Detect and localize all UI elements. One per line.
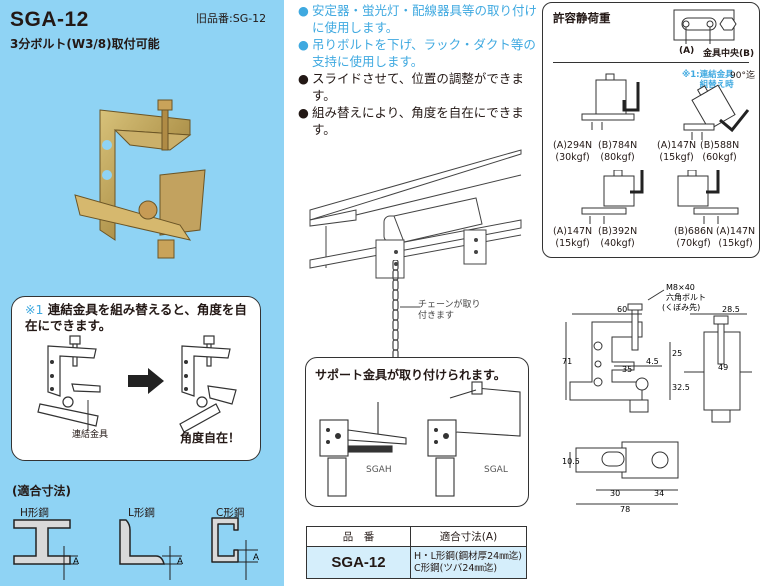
sgal-label: SGAL [484,465,508,475]
product-photo [74,99,206,259]
load-capacity-title: 許容静荷重 [553,11,611,25]
feature-item: ●吊りボルトを下げ、ラック・ダクト等の支持に使用します。 [298,37,536,69]
bracket-before-illustration [37,335,101,430]
h-beam-label: H形鋼 [20,507,49,519]
divider [553,62,749,63]
spec-table: 品 番 適合寸法(A) SGA-12 H・L形鋼(鋼材厚24㎜迄) C形鋼(ツバ… [306,526,527,579]
load-value: (A)147N(15kgf) [716,226,756,249]
header-fit-size: 適合寸法(A) [410,526,527,547]
dim-35: 35 [622,365,632,374]
support-title: サポート金具が取り付けられます。 [315,368,506,382]
load-key-a: (A) [679,46,695,56]
feature-item: ●組み替えにより、角度を自在にできます。 [298,105,524,137]
dim-49: 49 [718,363,728,372]
h-beam-diagram: A [13,519,79,580]
chain-leader-line [400,306,420,308]
load-point-key-diagram [673,9,737,44]
bolt-type: 六角ボルト [666,292,706,302]
c-beam-label: C形鋼 [216,507,245,519]
connector-part-label: 連結金具 [72,430,109,440]
arrow-right-icon [128,368,164,394]
load-capacity-box [542,2,760,258]
table-row: SGA-12 H・L形鋼(鋼材厚24㎜迄) C形鋼(ツバ24㎜迄) [306,546,527,579]
product-panel [0,0,284,586]
dim-60: 60 [617,305,627,314]
dim-a-label: A [73,556,79,566]
fit-size-title: (適合寸法) [12,484,71,498]
bullet-icon: ● [298,105,309,120]
dim-10-5: 10.5 [562,457,580,466]
angle-limit-label: 90°迄 [730,71,755,81]
note-body: 連結金具を組み替えると、角度を自在にできます。 [25,302,247,333]
feature-item: ●スライドさせて、位置の調整ができます。 [298,71,524,103]
sgal-illustration [427,381,521,497]
feature-item: ●安定器・蛍光灯・配線器具等の取り付けに使用します。 [298,3,538,35]
chain-label: チェーンが取り付きます [418,300,481,321]
bullet-icon: ● [298,37,309,52]
table-header-row: 品 番 適合寸法(A) [306,526,527,547]
fit-line: C形鋼(ツバ24㎜迄) [414,562,498,574]
angle-free-label: 角度自在！ [180,431,241,445]
beam-installation-illustration [309,149,522,279]
product-subtitle: 3分ボルト(W3/8)取付可能 [10,37,160,51]
feature-list: ●安定器・蛍光灯・配線器具等の取り付けに使用します。 ●吊りボルトを下げ、ラック… [298,2,538,138]
cell-fit-size: H・L形鋼(鋼材厚24㎜迄) C形鋼(ツバ24㎜迄) [410,546,527,579]
bracket-after-illustration [179,335,237,433]
dim-a-label: A [253,552,259,562]
dim-30: 30 [610,489,620,498]
cell-product-code: SGA-12 [306,546,411,579]
dim-a-label: A [177,556,183,566]
dim-4-5: 4.5 [646,357,659,366]
load-case-3-illustration [581,170,644,224]
c-beam-diagram: A [211,517,259,580]
product-code: SGA-12 [10,8,89,31]
load-key-b: 金具中央(B) [703,49,755,59]
note-mark: ※1 [25,302,44,317]
chain-illustration [392,260,399,360]
load-value: (B)588N(60kgf) [700,140,740,163]
sgah-label: SGAH [366,465,392,475]
bullet-icon: ● [298,3,309,18]
angle-note-text: ※1 連結金具を組み替えると、角度を自在にできます。 [25,302,255,334]
bolt-spec: M8×40 [666,283,695,292]
load-case-2-illustration [683,84,750,140]
dim-32-5: 32.5 [672,383,690,392]
old-product-code: 旧品番:SG-12 [196,12,267,25]
dim-28-5: 28.5 [722,305,740,314]
dim-71: 71 [562,357,572,366]
load-case-1-illustration [581,73,640,130]
load-case-4-illustration [677,170,739,224]
dim-34: 34 [654,489,664,498]
l-beam-diagram: A [119,519,183,580]
load-value: (B)784N(80kgf) [598,140,638,163]
header-product-code: 品 番 [306,526,411,547]
dim-25: 25 [672,349,682,358]
dim-78: 78 [620,505,630,514]
connector-note: ※1:連結金具 組替え時 [682,70,734,90]
bolt-tip: (くぼみ先) [662,302,700,312]
fit-line: H・L形鋼(鋼材厚24㎜迄) [414,550,522,562]
dimension-drawing: 60 71 35 4.5 25 32.5 28.5 49 10.5 30 34 … [562,283,752,514]
load-value: (B)686N(70kgf) [674,226,714,249]
bullet-icon: ● [298,71,309,86]
sgah-illustration [319,402,407,497]
load-value: (A)147N(15kgf) [553,226,593,249]
l-beam-label: L形鋼 [128,507,155,519]
load-value: (A)294N(30kgf) [553,140,593,163]
load-value: (A)147N(15kgf) [657,140,697,163]
load-value: (B)392N(40kgf) [598,226,638,249]
